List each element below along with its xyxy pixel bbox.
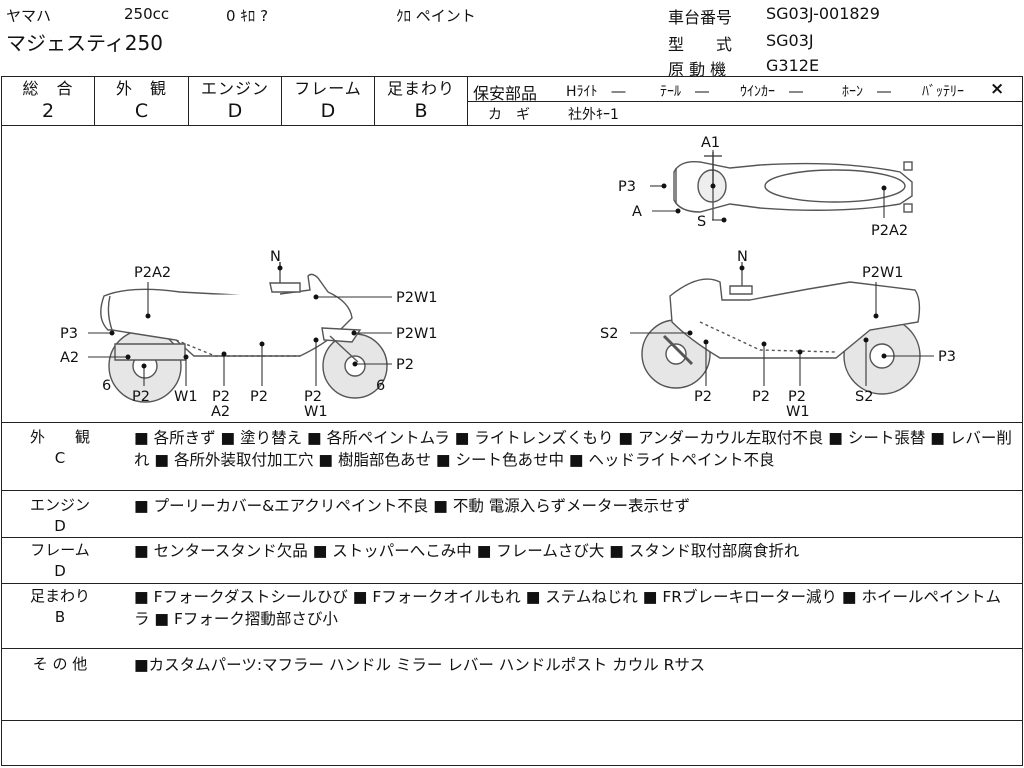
label-a2: A2 xyxy=(211,404,230,420)
divider xyxy=(374,76,375,125)
grade-label: 足まわり xyxy=(386,79,455,98)
label-s2: S2 xyxy=(855,389,873,405)
label-p2: P2 xyxy=(132,389,150,405)
divider xyxy=(94,76,95,125)
label-n: N xyxy=(270,249,281,265)
grade-overall: 総 合 2 xyxy=(2,78,94,124)
section-text: ■ センタースタンド欠品 ■ ストッパーへこみ中 ■ フレームさび大 ■ スタン… xyxy=(134,542,800,560)
section-grade: D xyxy=(54,517,66,535)
displacement: 250cc xyxy=(124,5,170,23)
section-grade: C xyxy=(54,449,66,467)
label-w1: W1 xyxy=(174,389,198,405)
engine-label: 原 動 機 xyxy=(668,60,727,79)
color: ｸﾛ ペイント xyxy=(396,7,476,25)
chassis-value: SG03J-001829 xyxy=(766,4,880,23)
section-label: エンジン xyxy=(29,496,90,514)
section-text: ■ Fフォークダストシールひび ■ Fフォークオイルもれ ■ ステムねじれ ■ … xyxy=(134,588,1002,628)
divider xyxy=(1,720,1023,721)
grade-suspension: 足まわり B xyxy=(375,78,467,124)
label-six: 6 xyxy=(102,378,111,394)
safety-battery: ﾊﾞｯﾃﾘｰ xyxy=(922,84,964,100)
safety-horn: ﾎｰﾝ ― xyxy=(842,84,891,100)
safety-headlight: Hﾗｲﾄ ― xyxy=(566,84,626,100)
divider xyxy=(1,125,1023,126)
safety-title: 保安部品 xyxy=(473,84,538,103)
grade-engine: エンジン D xyxy=(189,78,281,124)
divider xyxy=(1,648,1023,649)
label-w1: W1 xyxy=(304,404,328,420)
grade-label: エンジン xyxy=(200,79,269,98)
type-label: 型 式 xyxy=(668,35,733,54)
battery-mark: × xyxy=(990,79,1005,99)
label-p2w1: P2W1 xyxy=(396,290,438,306)
safety-winker: ｳｲﾝｶｰ ― xyxy=(740,84,803,100)
label-p2a2: P2A2 xyxy=(871,223,908,239)
label-a1: A1 xyxy=(701,135,720,151)
section-text: ■カスタムパーツ:マフラー ハンドル ミラー レバー ハンドルポスト カウル R… xyxy=(134,656,706,674)
divider xyxy=(1,490,1023,491)
label-s2: S2 xyxy=(600,326,618,342)
label-p2a2: P2A2 xyxy=(134,265,171,281)
section-grade: B xyxy=(54,608,66,626)
section-label: 外 観 xyxy=(29,428,90,446)
grade-value: 2 xyxy=(41,100,55,122)
engine-value: G312E xyxy=(766,56,820,75)
grade-value: D xyxy=(227,100,243,122)
grade-value: B xyxy=(414,100,428,122)
type-value: SG03J xyxy=(766,31,814,50)
label-p2: P2 xyxy=(250,389,268,405)
section-grade: D xyxy=(54,562,66,580)
divider xyxy=(281,76,282,125)
scooter-right-side-image xyxy=(641,262,921,395)
divider xyxy=(1,537,1023,538)
label-p2: P2 xyxy=(788,389,806,405)
label-p2w1: P2W1 xyxy=(396,326,438,342)
label-p2: P2 xyxy=(212,389,230,405)
scooter-top-view-image xyxy=(673,152,913,220)
damage-diagram: N P2A2 P3 A2 6 6 P2W1 P2W1 P2 P2 W1 P2 A… xyxy=(60,135,956,420)
section-label: そ の 他 xyxy=(32,655,88,673)
section-text: ■ プーリーカバー&エアクリペイント不良 ■ 不動 電源入らずメーター表示せず xyxy=(134,497,691,515)
label-p2w1: P2W1 xyxy=(862,265,904,281)
grade-label: フレーム xyxy=(294,79,362,98)
label-w1: W1 xyxy=(786,404,810,420)
label-p3: P3 xyxy=(60,326,78,342)
grade-value: C xyxy=(134,100,149,122)
divider xyxy=(188,76,189,125)
mileage: 0 ｷﾛ ? xyxy=(226,7,269,25)
label-n: N xyxy=(737,249,748,265)
label-p2: P2 xyxy=(396,357,414,373)
section-label: 足まわり xyxy=(29,587,90,605)
label-p2: P2 xyxy=(694,389,712,405)
label-p2: P2 xyxy=(304,389,322,405)
section-text: ■ 各所きず ■ 塗り替え ■ 各所ペイントムラ ■ ライトレンズくもり ■ ア… xyxy=(134,429,1012,469)
label-a: A xyxy=(632,204,642,220)
divider xyxy=(1,583,1023,584)
key-value: 社外ｷｰ1 xyxy=(568,107,619,123)
key-label: カ ギ xyxy=(488,107,530,123)
label-a2: A2 xyxy=(60,350,79,366)
grade-frame: フレーム D xyxy=(282,78,374,124)
section-label: フレーム xyxy=(30,541,90,559)
label-p3: P3 xyxy=(618,179,636,195)
maker: ヤマハ xyxy=(6,7,52,25)
chassis-label: 車台番号 xyxy=(668,8,733,27)
safety-taillight: ﾃｰﾙ ― xyxy=(660,84,709,100)
grade-label: 総 合 xyxy=(22,79,74,98)
label-p2: P2 xyxy=(752,389,770,405)
label-s: S xyxy=(697,214,706,230)
label-six: 6 xyxy=(376,378,385,394)
model-name: マジェスティ250 xyxy=(6,31,163,55)
divider xyxy=(468,101,1023,102)
sheet-border xyxy=(1,76,1023,766)
grade-exterior: 外 観 C xyxy=(95,78,188,124)
grade-value: D xyxy=(320,100,336,122)
grade-label: 外 観 xyxy=(115,79,167,98)
divider xyxy=(467,76,468,125)
divider xyxy=(1,422,1023,423)
label-p3: P3 xyxy=(938,349,956,365)
